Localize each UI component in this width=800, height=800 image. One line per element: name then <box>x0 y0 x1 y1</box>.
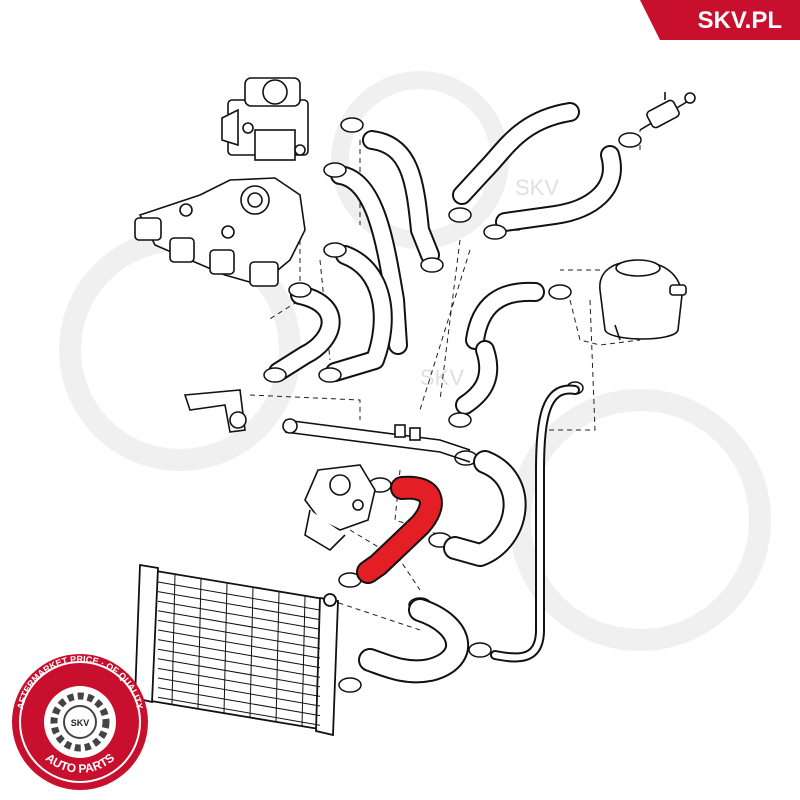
radiator-fin <box>157 658 321 688</box>
radiator-fin <box>157 667 321 697</box>
radiator <box>134 563 339 737</box>
seal-center-text: SKV <box>71 718 90 728</box>
radiator-fin <box>157 629 321 659</box>
radiator-fin <box>157 648 321 678</box>
radiator-fin <box>157 591 321 621</box>
radiator-fin <box>157 677 321 707</box>
radiator-fin <box>157 639 321 669</box>
radiator-fin <box>301 596 306 727</box>
highlighted-coolant-hose <box>356 475 443 584</box>
radiator-fin <box>197 578 202 709</box>
expansion-tank <box>599 259 687 341</box>
radiator-return-hose <box>358 384 580 684</box>
radiator-fin <box>249 587 254 718</box>
mounting-bracket <box>183 389 247 433</box>
radiator-fin <box>171 573 176 705</box>
radiator-fin <box>157 600 321 630</box>
brand-logo-text: SKV.PL <box>698 7 782 34</box>
heater-valve <box>639 92 696 131</box>
skv-watermark: SKV <box>515 175 559 200</box>
radiator-fin <box>157 687 321 717</box>
radiator-fin <box>275 591 280 723</box>
thermostat-housing <box>304 464 376 552</box>
brand-tab <box>640 0 800 40</box>
radiator-fin <box>157 619 321 649</box>
carburetor <box>221 77 309 161</box>
upper-hoses <box>268 102 622 415</box>
intake-manifold <box>134 177 306 287</box>
radiator-fin <box>157 696 321 726</box>
radiator-fin <box>223 582 228 714</box>
radiator-fin <box>157 610 321 640</box>
radiator-fin <box>157 581 321 611</box>
coolant-pipe <box>282 418 471 463</box>
quality-seal: AFTERMARKET PRICE · OF QUALITY AUTO PART… <box>12 654 148 790</box>
